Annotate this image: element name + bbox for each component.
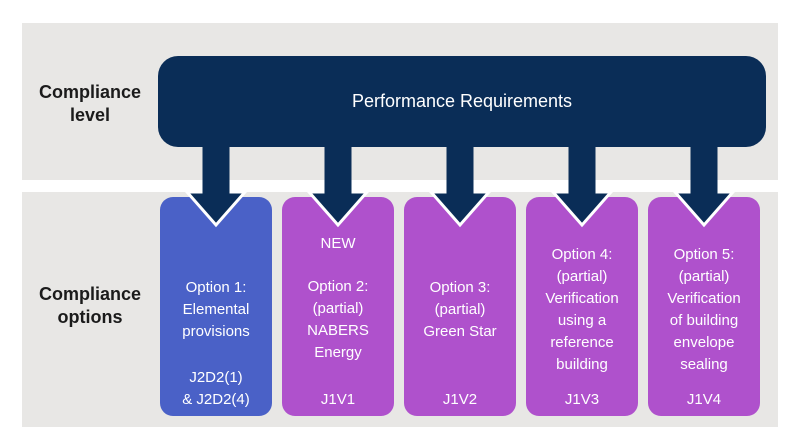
down-arrow-icon: [671, 146, 737, 228]
option-code: J1V3: [564, 391, 600, 408]
option-code: J2D2(1) & J2D2(4): [182, 369, 250, 408]
option-title: Option 4: (partial) Verification using a…: [545, 245, 619, 373]
option-title: Option 3: (partial) Green Star: [423, 278, 497, 340]
option-code: J1V4: [686, 391, 722, 408]
option-box-green-star: Option 3: (partial) Green Star J1V2: [404, 197, 516, 416]
performance-requirements-label: Performance Requirements: [351, 91, 573, 111]
down-arrow-icon: [183, 146, 249, 228]
option-code: J1V2: [442, 391, 478, 408]
option-box-elemental-provisions: Option 1: Elemental provisions J2D2(1) &…: [160, 197, 272, 416]
down-arrow-icon: [427, 146, 493, 228]
down-arrow-icon: [305, 146, 371, 228]
option-title: Option 1: Elemental provisions: [182, 278, 250, 340]
option-box-nabers-energy: NEW Option 2: (partial) NABERS Energy J1…: [282, 197, 394, 416]
down-arrow-icon: [549, 146, 615, 228]
compliance-options-label: Compliance options: [38, 284, 142, 327]
new-badge: NEW: [320, 235, 356, 252]
option-title: Option 2: (partial) NABERS Energy: [307, 277, 369, 361]
option-code: J1V1: [320, 391, 356, 408]
performance-requirements-node: Performance Requirements: [158, 56, 766, 147]
compliance-level-label: Compliance level: [38, 82, 142, 125]
option-box-envelope-sealing: Option 5: (partial) Verification of buil…: [648, 197, 760, 416]
option-title: Option 5: (partial) Verification of buil…: [667, 245, 741, 373]
option-box-reference-building: Option 4: (partial) Verification using a…: [526, 197, 638, 416]
